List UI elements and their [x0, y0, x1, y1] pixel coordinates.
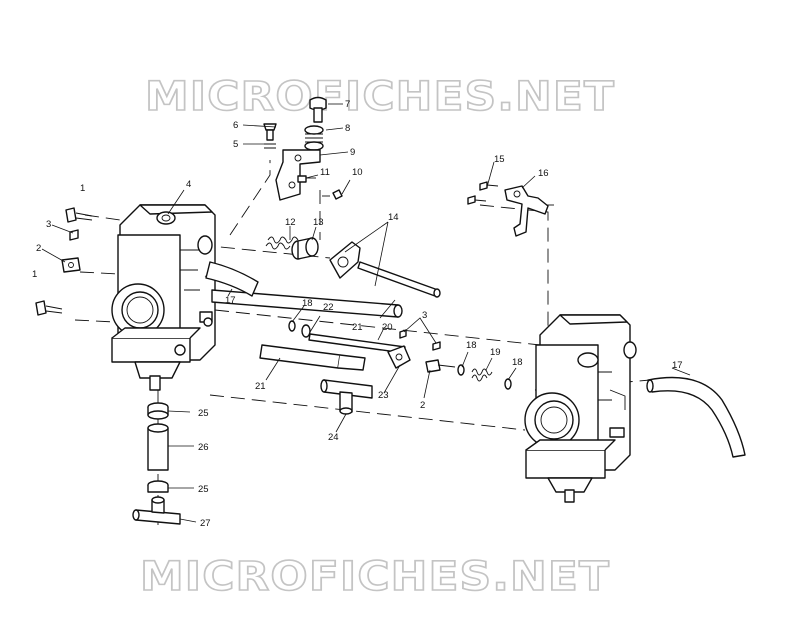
callout-18-c: 18	[512, 357, 523, 368]
callout-16: 16	[538, 168, 549, 179]
callout-27: 27	[200, 518, 211, 529]
callout-9: 9	[350, 147, 355, 158]
drain-hose-stack	[132, 402, 181, 525]
leader-lines	[41, 103, 691, 523]
watermark-top: MICROFICHES.NET	[145, 74, 615, 120]
callout-6: 6	[233, 120, 238, 131]
choke-bracket	[467, 181, 549, 237]
rods	[211, 289, 403, 371]
callout-1-upper: 1	[80, 183, 85, 194]
callout-13: 13	[313, 217, 324, 228]
callout-12: 12	[285, 217, 296, 228]
callout-11: 11	[320, 167, 330, 178]
callout-25-upper: 25	[198, 408, 209, 419]
callout-18-a: 18	[302, 298, 313, 309]
t-fitting-center	[320, 379, 373, 415]
callout-14: 14	[388, 212, 399, 223]
callout-7: 7	[345, 99, 350, 110]
callout-2-center: 2	[420, 400, 425, 411]
callout-2-left: 2	[36, 243, 41, 254]
callout-20: 20	[382, 322, 393, 333]
callout-22: 22	[323, 302, 334, 313]
throttle-bracket-assembly	[263, 96, 343, 201]
fuel-hose-right	[646, 376, 746, 458]
callout-4: 4	[186, 179, 191, 190]
callout-23: 23	[378, 390, 389, 401]
callout-25-lower: 25	[198, 484, 209, 495]
spring-and-collar	[265, 236, 319, 260]
watermark-bottom: MICROFICHES.NET	[140, 554, 610, 600]
left-screws	[35, 207, 93, 316]
callout-19: 19	[490, 347, 501, 358]
callout-18-b: 18	[466, 340, 477, 351]
callout-21-upper: 21	[352, 322, 363, 333]
callout-10: 10	[352, 167, 363, 178]
callout-1-lower: 1	[32, 269, 37, 280]
callout-3-left: 3	[46, 219, 51, 230]
callout-21-lower: 21	[255, 381, 266, 392]
callout-5: 5	[233, 139, 238, 150]
callout-24: 24	[328, 432, 339, 443]
callout-15: 15	[494, 154, 505, 165]
callout-17-right: 17	[672, 360, 683, 371]
fuel-hose-left	[205, 261, 259, 297]
left-carburetor	[111, 204, 216, 391]
callout-labels: 7 8 6 5 9 10 11 4 1 3 2 1 12 13 14 17 18…	[32, 99, 683, 529]
right-carburetor	[524, 314, 637, 503]
sync-shaft	[288, 320, 512, 390]
callout-8: 8	[345, 123, 350, 134]
callout-17-left: 17	[225, 295, 236, 306]
throttle-lever-and-shaft	[329, 241, 441, 298]
callout-26: 26	[198, 442, 209, 453]
callout-3-center: 3	[422, 310, 427, 321]
